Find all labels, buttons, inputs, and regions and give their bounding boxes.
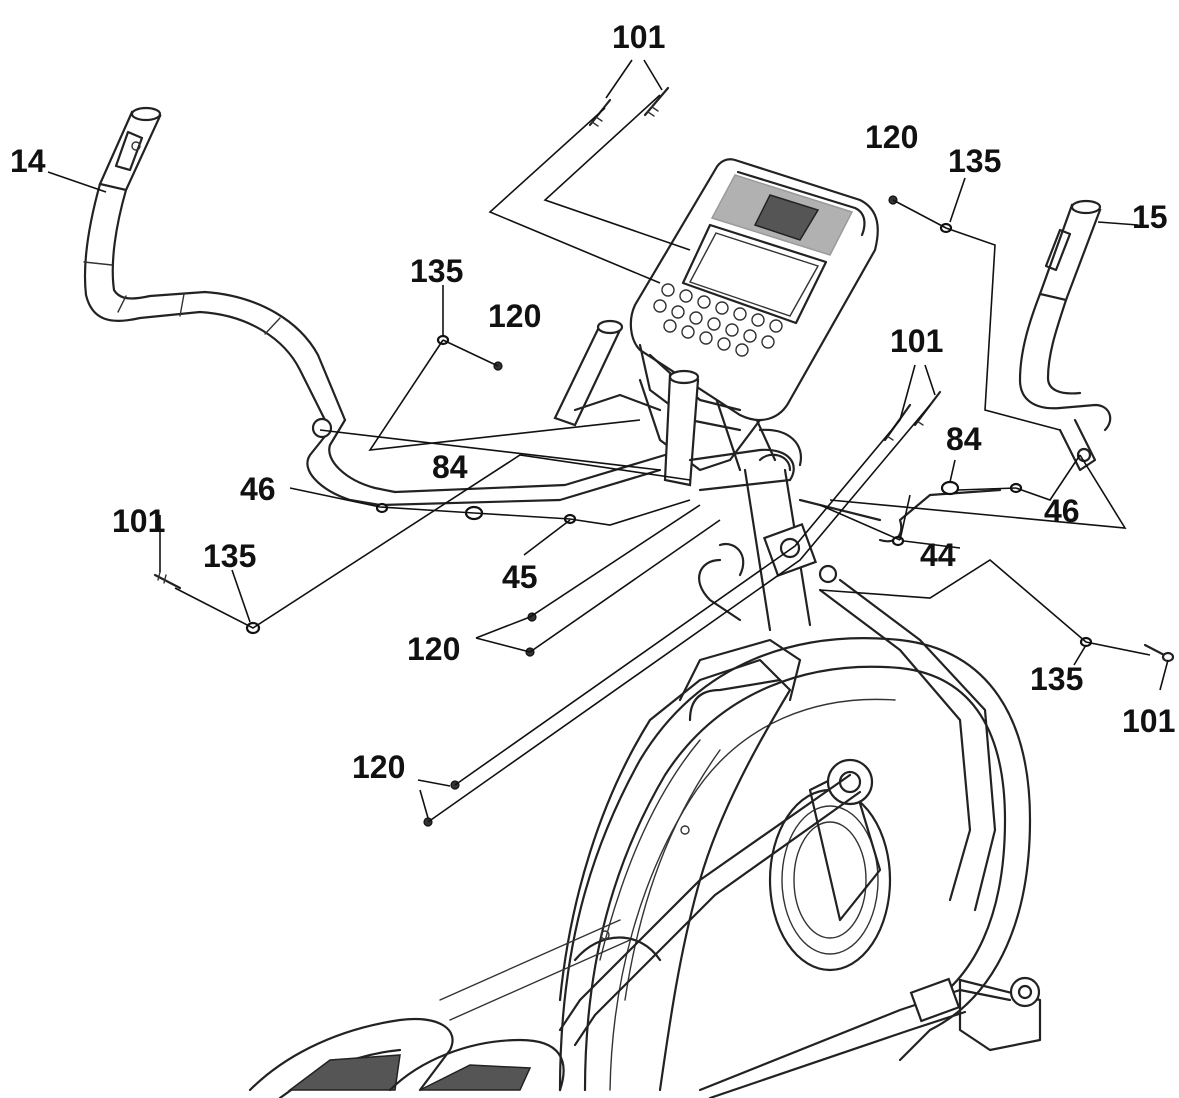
console	[629, 158, 879, 472]
label-84-left: 84	[432, 449, 468, 485]
label-15: 15	[1132, 199, 1168, 235]
label-14: 14	[10, 143, 46, 179]
label-44: 44	[920, 537, 956, 573]
label-120-low: 120	[352, 749, 405, 785]
label-135-lower: 135	[203, 538, 256, 574]
label-135-top: 135	[948, 143, 1001, 179]
left-handlebar-14	[83, 106, 397, 507]
label-120-left: 120	[488, 298, 541, 334]
label-101-left: 101	[112, 503, 165, 539]
label-101-right: 101	[1122, 703, 1175, 739]
label-101-mid: 101	[890, 323, 943, 359]
label-120-top: 120	[865, 119, 918, 155]
part-labels: 101 14 120 135 15 135 120 101 84 84 46 4…	[10, 19, 1175, 785]
elliptical-frame	[248, 637, 1042, 1098]
label-45: 45	[502, 559, 538, 595]
assembly-lines	[47, 59, 1169, 823]
right-handlebar-15	[1018, 199, 1112, 472]
label-135-left: 135	[410, 253, 463, 289]
label-84-right: 84	[946, 421, 982, 457]
label-46-right: 46	[1044, 493, 1080, 529]
label-120-mid: 120	[407, 631, 460, 667]
label-101-top: 101	[612, 19, 665, 55]
label-135-right: 135	[1030, 661, 1083, 697]
swing-arms	[378, 453, 1002, 912]
label-46-left: 46	[240, 471, 276, 507]
static-handlebar	[553, 319, 803, 492]
